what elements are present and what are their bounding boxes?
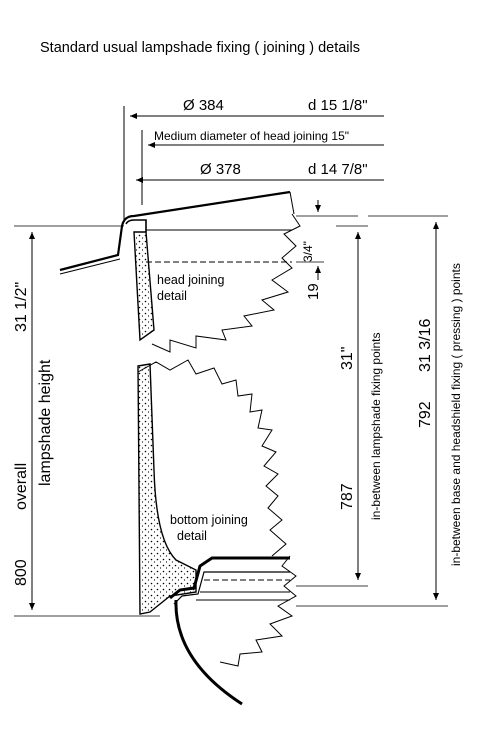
three-quarter-dimension: 3/4" 19 [296,200,358,300]
top-inches-label: d 15 1/8" [308,97,368,114]
height-800-label: 800 [13,559,30,586]
height-inches-label: 31 1/2" [13,282,30,332]
lampshade-height-label: lampshade height [37,359,54,486]
lower-diameter-dimension: Ø 378 d 14 7/8" [136,161,384,183]
medium-diameter-label: Medium diameter of head joining 15" [154,129,349,143]
top-diameter-dimension: Ø 384 d 15 1/8" [123,97,384,222]
head-joining-label-line1: head joining [157,273,224,287]
lower-inches-label: d 14 7/8" [308,161,368,178]
medium-diameter-dimension: Medium diameter of head joining 15" [141,129,384,205]
fixing-points-label: in-between lampshade fixing points [369,333,383,520]
bottom-joining-drawing [137,359,297,706]
bottom-joining-label-line1: bottom joining [170,513,248,527]
diagram-title: Standard usual lampshade fixing ( joinin… [40,40,360,56]
nineteen-label: 19 [305,283,322,300]
head-joining-label-line2: detail [157,289,187,303]
bottom-joining-label-line2: detail [177,529,207,543]
fixing-points-dimension: 31" 787 in-between lampshade fixing poin… [296,225,383,587]
fixing-787-label: 787 [339,483,356,510]
overall-height-dimension: 31 1/2" overall lampshade height 800 [13,225,160,617]
base-headshield-dimension: 31 3/16 792 in-between base and headshie… [296,215,463,607]
base-313-label: 31 3/16 [417,319,434,372]
head-joining-drawing [59,190,301,353]
three-quarter-label: 3/4" [301,241,315,262]
base-792-label: 792 [417,401,434,428]
top-diameter-label: Ø 384 [183,97,224,114]
fixing-31-label: 31" [339,347,356,370]
overall-label: overall [13,463,30,510]
base-headshield-label: in-between base and headshield fixing ( … [449,263,463,566]
lower-diameter-label: Ø 378 [200,161,241,178]
